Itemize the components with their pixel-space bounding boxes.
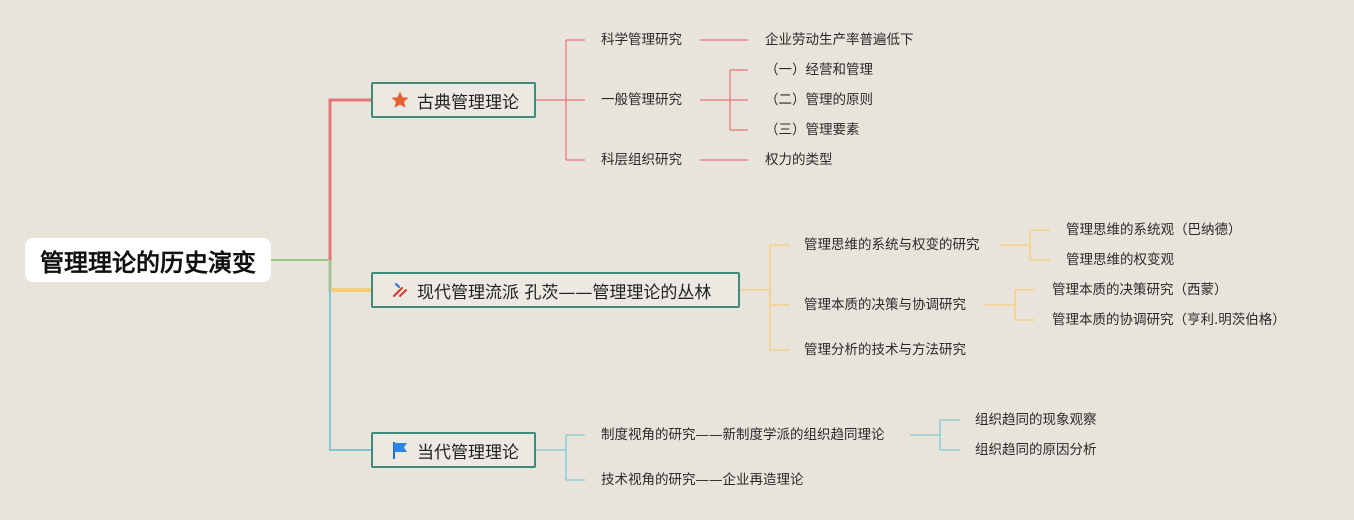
subtopic-isomorphism-observation[interactable]: 组织趋同的现象观察	[975, 412, 1097, 428]
branch-label: 现代管理流派 孔茨——管理理论的丛林	[417, 282, 712, 303]
subtopic-principles[interactable]: （二）管理的原则	[765, 92, 873, 108]
root-node[interactable]: 管理理论的历史演变	[25, 238, 271, 282]
subtopic-isomorphism-causes[interactable]: 组织趋同的原因分析	[975, 442, 1097, 458]
contemporary-sub-links	[536, 419, 960, 481]
topic-system-contingency[interactable]: 管理思维的系统与权变的研究	[804, 237, 980, 253]
topic-techniques-methods[interactable]: 管理分析的技术与方法研究	[804, 342, 966, 358]
branch-modern[interactable]: 现代管理流派 孔茨——管理理论的丛林	[371, 272, 740, 308]
branch-link-classic	[328, 98, 371, 260]
branch-label: 当代管理理论	[417, 442, 519, 463]
classic-sub-links	[536, 39, 748, 161]
branch-label: 古典管理理论	[417, 92, 519, 113]
branch-classic[interactable]: 古典管理理论	[371, 82, 536, 118]
topic-general-management[interactable]: 一般管理研究	[601, 92, 682, 108]
subtopic-power-types[interactable]: 权力的类型	[765, 152, 833, 168]
tools-icon	[389, 279, 411, 301]
topic-bureaucracy[interactable]: 科层组织研究	[601, 152, 682, 168]
branch-contemporary[interactable]: 当代管理理论	[371, 432, 536, 468]
subtopic-productivity[interactable]: 企业劳动生产率普遍低下	[765, 32, 914, 48]
topic-scientific-management[interactable]: 科学管理研究	[601, 32, 682, 48]
branch-link-contemporary	[329, 260, 371, 451]
subtopic-elements[interactable]: （三）管理要素	[765, 122, 860, 138]
branch-link-modern	[328, 260, 371, 292]
topic-decision-coordination[interactable]: 管理本质的决策与协调研究	[804, 297, 966, 313]
topic-institutional[interactable]: 制度视角的研究——新制度学派的组织趋同理论	[601, 427, 885, 443]
subtopic-system-view[interactable]: 管理思维的系统观（巴纳德）	[1066, 222, 1242, 238]
subtopic-coordination[interactable]: 管理本质的协调研究（亨利.明茨伯格）	[1052, 312, 1286, 328]
flag-icon	[389, 439, 411, 461]
subtopic-decision[interactable]: 管理本质的决策研究（西蒙）	[1052, 282, 1228, 298]
subtopic-operation[interactable]: （一）经营和管理	[765, 62, 873, 78]
subtopic-contingency-view[interactable]: 管理思维的权变观	[1066, 252, 1174, 268]
topic-reengineering[interactable]: 技术视角的研究——企业再造理论	[601, 472, 804, 488]
star-icon	[389, 89, 411, 111]
modern-sub-links	[740, 229, 1050, 351]
